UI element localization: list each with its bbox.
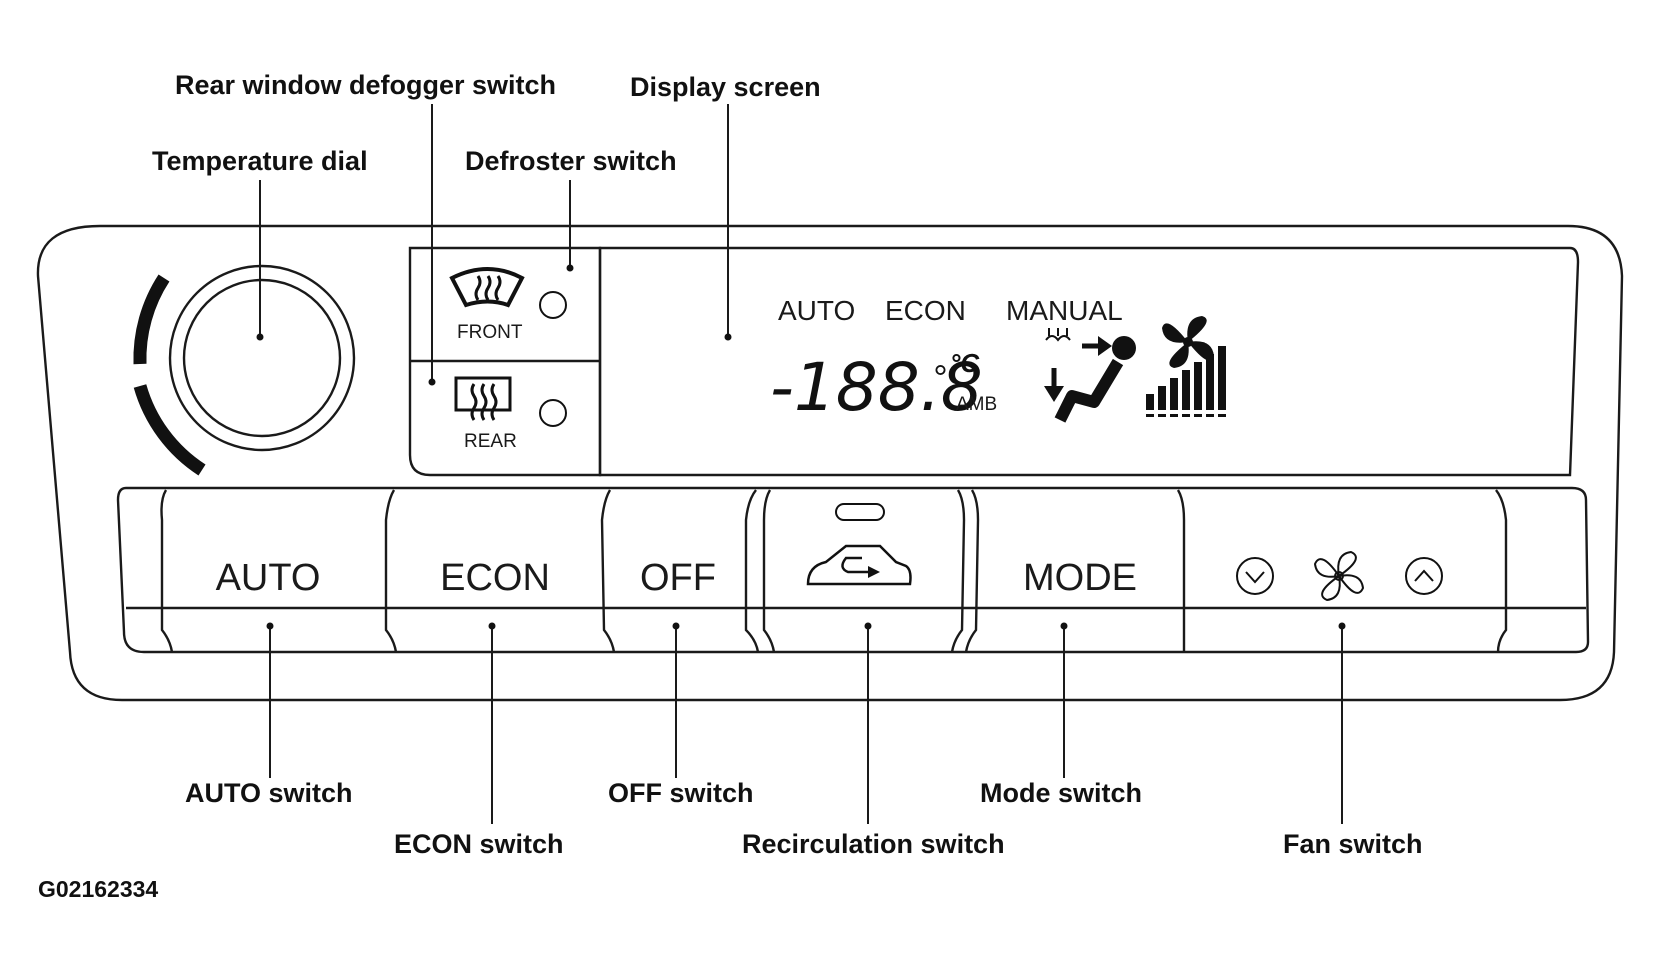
leader-lines xyxy=(256,104,1346,824)
off-switch-callout: OFF switch xyxy=(608,778,754,808)
display-econ-indicator: ECON xyxy=(885,295,966,326)
fan-level-bar xyxy=(1170,378,1178,410)
button-bar xyxy=(116,486,1590,654)
defroster-callout: Defroster switch xyxy=(465,146,677,176)
display-auto-indicator: AUTO xyxy=(778,295,855,326)
figure-code: G02162334 xyxy=(38,876,158,902)
fan-level-bar xyxy=(1194,362,1202,410)
fan-level-bar xyxy=(1182,370,1190,410)
display-temperature: -188.8 xyxy=(770,349,983,426)
chevron-up-circle-icon[interactable] xyxy=(1405,557,1443,595)
rear-defogger-indicator xyxy=(539,399,567,427)
fan-icon xyxy=(1313,550,1365,602)
off-button-label: OFF xyxy=(640,557,716,599)
rear-label: REAR xyxy=(464,431,517,452)
fan-level-bar xyxy=(1218,346,1226,410)
auto-button[interactable]: AUTO xyxy=(216,557,321,599)
auto-button-label: AUTO xyxy=(216,557,321,599)
recirculation-button[interactable] xyxy=(806,503,912,586)
econ-button-label: ECON xyxy=(440,557,550,599)
fan-level-tick xyxy=(1146,414,1154,417)
fan-level-bar xyxy=(1158,386,1166,410)
temperature-dial-callout: Temperature dial xyxy=(152,146,368,176)
fan-level-tick xyxy=(1158,414,1166,417)
chevron-down-circle-icon[interactable] xyxy=(1236,557,1274,595)
mode-button[interactable]: MODE xyxy=(1023,557,1137,599)
fan-switch-callout: Fan switch xyxy=(1283,829,1423,859)
display-screen-callout: Display screen xyxy=(630,72,821,102)
button-dividers xyxy=(160,489,1508,653)
off-button[interactable]: OFF xyxy=(640,557,716,599)
recirculation-switch-callout: Recirculation switch xyxy=(742,829,1005,859)
display-amb: AMB xyxy=(956,394,997,415)
temperature-dial[interactable] xyxy=(168,264,356,452)
fan-level-bar xyxy=(1206,354,1214,410)
auto-switch-callout: AUTO switch xyxy=(185,778,353,808)
fan-level-tick xyxy=(1206,414,1214,417)
fan-switch[interactable] xyxy=(1236,550,1443,602)
windshield-defroster-icon xyxy=(449,267,525,308)
econ-button[interactable]: ECON xyxy=(440,557,550,599)
fan-level-tick xyxy=(1170,414,1178,417)
display-fan-level-bars xyxy=(1146,346,1226,417)
fan-level-tick xyxy=(1182,414,1190,417)
display-degree: ° xyxy=(932,357,946,398)
display-unit: °C xyxy=(950,348,980,378)
mode-switch-callout: Mode switch xyxy=(980,778,1142,808)
defroster-block xyxy=(408,246,602,477)
fan-level-bar xyxy=(1146,394,1154,410)
rear-defogger-switch[interactable]: REAR xyxy=(454,376,567,452)
seated-person-airflow-icon xyxy=(1044,328,1136,423)
front-defroster-indicator xyxy=(539,291,567,319)
car-recirculation-icon xyxy=(806,544,912,586)
panel-housing xyxy=(36,224,1624,702)
rear-defogger-callout: Rear window defogger switch xyxy=(175,70,556,100)
display-manual-indicator: MANUAL xyxy=(1006,295,1123,326)
front-label: FRONT xyxy=(457,322,523,343)
recirculation-indicator xyxy=(835,503,885,521)
display-screen xyxy=(598,246,1580,477)
fan-level-tick xyxy=(1218,414,1226,417)
mode-button-label: MODE xyxy=(1023,557,1137,599)
front-defroster-switch[interactable]: FRONT xyxy=(449,267,567,343)
fan-level-tick xyxy=(1194,414,1202,417)
temperature-scale-arc xyxy=(133,274,206,476)
econ-switch-callout: ECON switch xyxy=(394,829,564,859)
rear-window-defogger-icon xyxy=(454,376,512,421)
